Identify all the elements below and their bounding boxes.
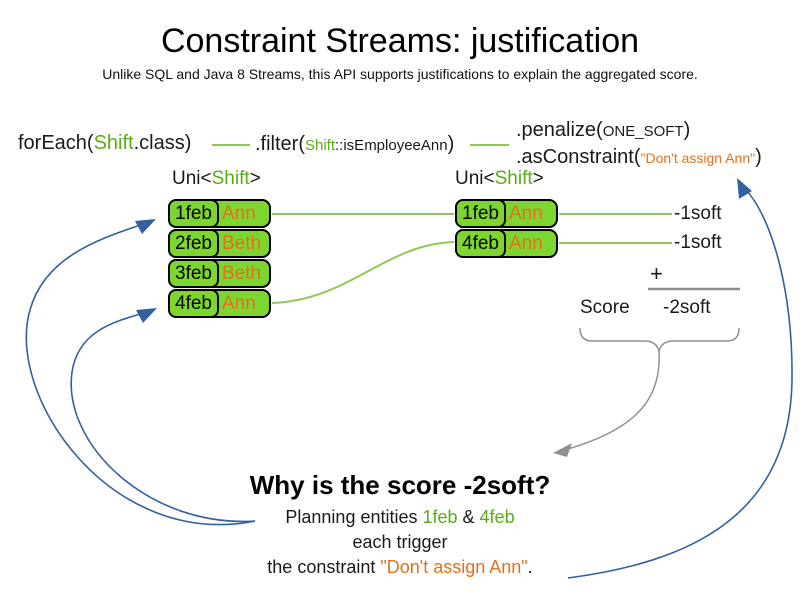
code-penalize-post: )	[683, 119, 691, 141]
page-title: Constraint Streams: justification	[160, 22, 640, 60]
date-cell: 2feb	[168, 229, 219, 258]
code-asconstraint-post: )	[755, 146, 762, 168]
explanation-line-1: Planning entities 1feb & 4feb	[0, 507, 800, 528]
table-row: 1feb Ann	[455, 199, 558, 228]
constraint-name: "Don't assign Ann"	[380, 557, 528, 577]
date-cell: 4feb	[455, 229, 506, 258]
name-cell: Ann	[221, 202, 256, 224]
link-4feb-curve	[271, 241, 455, 304]
code-foreach-post: .class)	[133, 132, 192, 154]
blue-arrowhead-4feb-icon	[136, 308, 157, 323]
code-asconstraint: .asConstraint("Don't assign Ann")	[516, 146, 762, 169]
table-row: 2feb Beth	[168, 229, 271, 258]
code-filter-pre: .filter(	[255, 133, 305, 155]
explanation-line-3: the constraint "Don't assign Ann".	[0, 557, 800, 578]
blue-arrowhead-1feb-icon	[135, 219, 156, 234]
uni-left-post: >	[249, 168, 261, 189]
date-cell: 1feb	[168, 199, 219, 228]
code-penalize-arg: ONE_SOFT	[602, 123, 684, 140]
explanation-line-2: each trigger	[352, 532, 448, 552]
code-foreach-pre: forEach(	[18, 132, 94, 154]
table-row: 4feb Ann	[455, 229, 558, 258]
uni-right-post: >	[532, 168, 544, 189]
score-label: Score	[580, 297, 630, 318]
date-cell: 4feb	[168, 289, 219, 318]
entity-4feb: 4feb	[479, 507, 515, 527]
code-foreach: forEach(Shift.class)	[18, 132, 191, 155]
date-cell: 1feb	[455, 199, 506, 228]
score-total: -2soft	[663, 297, 711, 318]
why-heading: Why is the score -2soft?	[249, 470, 551, 500]
blue-arrow-1feb-shaft	[25, 223, 256, 526]
line1-amp: &	[457, 507, 480, 527]
table-row: 1feb Ann	[168, 199, 271, 228]
name-cell: Beth	[221, 232, 262, 254]
uni-right-class: Shift	[494, 168, 533, 189]
code-filter-post: )	[447, 133, 455, 155]
date-cell: 3feb	[168, 259, 219, 288]
right-shift-table: 1feb Ann 4feb Ann	[455, 199, 558, 258]
score-brace	[579, 327, 740, 354]
line3-post: .	[527, 557, 533, 577]
name-cell: Beth	[221, 262, 262, 284]
name-cell: Ann	[508, 202, 543, 224]
code-foreach-class: Shift	[93, 132, 134, 154]
code-filter-arg-rest: ::isEmployeeAnn	[335, 137, 448, 154]
code-penalize-pre: .penalize(	[516, 119, 603, 141]
page-subtitle: Unlike SQL and Java 8 Streams, this API …	[102, 66, 698, 82]
gray-arrowhead-icon	[553, 443, 572, 457]
entity-1feb: 1feb	[422, 507, 458, 527]
blue-arrowhead-constraint-icon	[737, 178, 752, 199]
code-filter: .filter(Shift::isEmployeeAnn)	[255, 133, 454, 156]
line1-pre: Planning entities	[285, 507, 423, 527]
line3-pre: the constraint	[267, 557, 381, 577]
name-cell: Ann	[221, 292, 256, 314]
code-asconstraint-pre: .asConstraint(	[516, 146, 641, 168]
code-penalize: .penalize(ONE_SOFT)	[516, 119, 690, 142]
penalty-label-1: -1soft	[674, 203, 722, 224]
uni-left-class: Shift	[211, 168, 250, 189]
gray-arrow-shaft	[567, 350, 660, 450]
table-row: 4feb Ann	[168, 289, 271, 318]
uni-right-pre: Uni<	[455, 168, 495, 189]
uni-shift-label-right: Uni<Shift>	[455, 168, 544, 190]
left-shift-table: 1feb Ann 2feb Beth 3feb Beth 4feb Ann	[168, 199, 271, 318]
table-row: 3feb Beth	[168, 259, 271, 288]
uni-left-pre: Uni<	[172, 168, 212, 189]
penalty-label-2: -1soft	[674, 232, 722, 253]
code-filter-arg-class: Shift	[305, 137, 336, 154]
uni-shift-label-left: Uni<Shift>	[172, 168, 261, 190]
code-asconstraint-arg: "Don't assign Ann"	[640, 150, 756, 166]
name-cell: Ann	[508, 232, 543, 254]
blue-arrow-4feb-shaft	[70, 312, 256, 523]
blue-arrow-constraint-shaft	[567, 189, 793, 579]
plus-sign: +	[650, 261, 663, 286]
